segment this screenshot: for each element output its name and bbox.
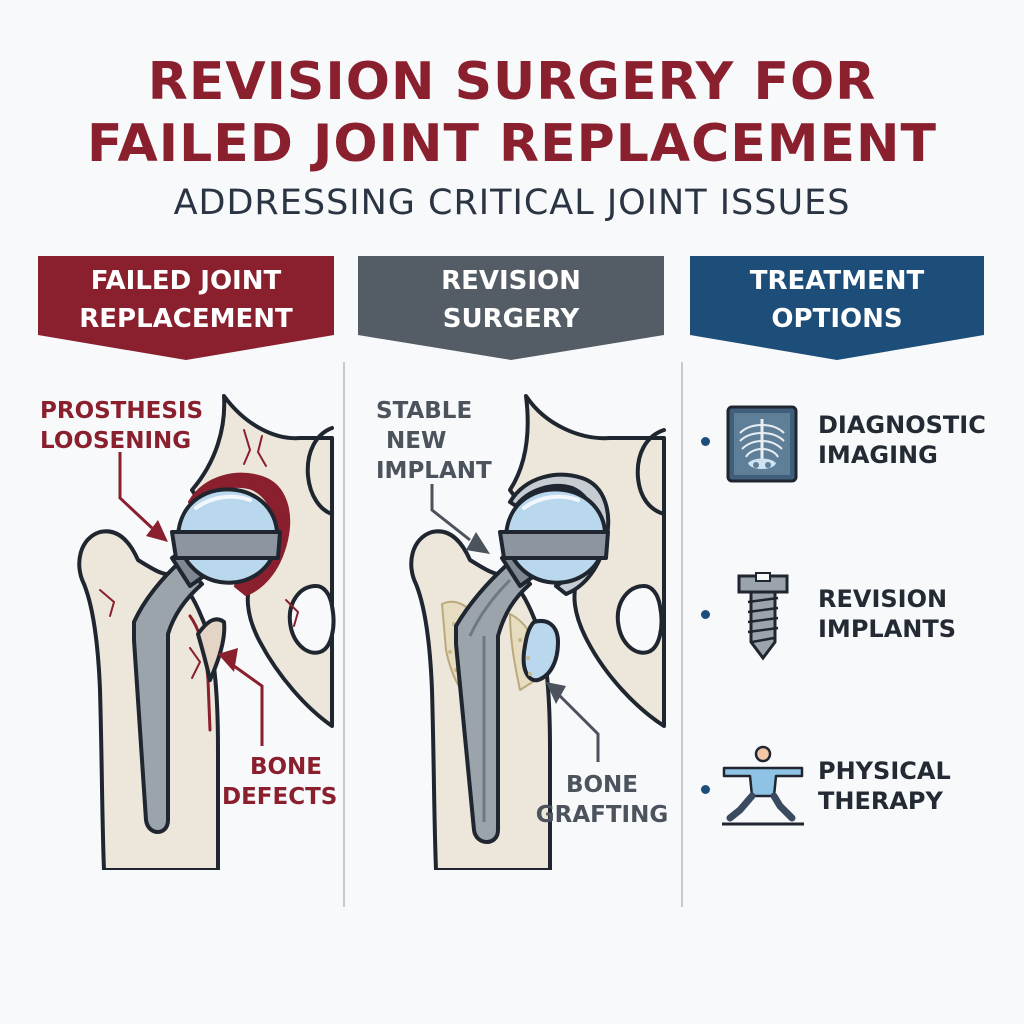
header-failed-line-1: FAILED JOINT: [90, 266, 282, 296]
bone-graft-block: [521, 619, 560, 683]
obturator-foramen: [615, 584, 664, 655]
crack-3: [99, 589, 116, 617]
revision-hip-illustration: [409, 394, 666, 870]
arrow-defects: [233, 664, 264, 746]
label-defects-line-2: DEFECTS: [222, 784, 338, 810]
label-bone-grafting: BONE GRAFTING: [532, 770, 672, 830]
column-divider-right: [681, 362, 683, 907]
header-revision-line-1: REVISION: [441, 266, 581, 296]
option-revision-implants: REVISION IMPLANTS: [818, 584, 956, 644]
option-implants-line-2: IMPLANTS: [818, 615, 957, 643]
header-revision-surgery: REVISION SURGERY: [358, 256, 664, 360]
header-treatment-line-2: OPTIONS: [771, 304, 903, 334]
option-therapy-line-2: THERAPY: [818, 787, 943, 815]
option-implants-line-1: REVISION: [818, 585, 948, 613]
implant-collar: [170, 530, 282, 560]
xray-icon: [726, 405, 798, 483]
label-grafting-line-2: GRAFTING: [535, 802, 669, 828]
option-therapy-line-1: PHYSICAL: [818, 757, 951, 785]
header-failed-joint-replacement: FAILED JOINT REPLACEMENT: [38, 256, 334, 360]
label-stable-line-3: IMPLANT: [376, 458, 492, 484]
label-stable-new-implant: STABLE NEW IMPLANT: [376, 396, 492, 486]
option-diagnostic-imaging: DIAGNOSTIC IMAGING: [818, 410, 986, 470]
failed-hip-illustration: [77, 394, 336, 870]
option-physical-therapy: PHYSICAL THERAPY: [818, 756, 951, 816]
bullet-dot: [701, 437, 710, 446]
crack-2: [256, 435, 267, 467]
arrow-stable-implant: [430, 484, 471, 542]
label-bone-defects: BONE DEFECTS: [222, 752, 338, 812]
label-prosthesis-line-1: PROSTHESIS: [40, 398, 204, 424]
bone-defect: [196, 617, 227, 682]
label-grafting-line-1: BONE: [565, 772, 639, 798]
label-prosthesis-line-2: LOOSENING: [40, 428, 192, 454]
implant-stem: [454, 560, 532, 844]
pelvis-upper-hole: [305, 426, 334, 516]
implant-stem: [132, 560, 204, 834]
header-treatment-line-1: TREATMENT: [749, 266, 925, 296]
option-imaging-line-1: DIAGNOSTIC: [818, 411, 986, 439]
column-divider-left: [343, 362, 345, 907]
arrow-bone-grafting: [556, 692, 600, 762]
subtitle: ADDRESSING CRITICAL JOINT ISSUES: [173, 183, 851, 223]
label-stable-line-2: NEW: [386, 428, 447, 454]
implant-collar: [498, 530, 610, 560]
main-title-line-2: FAILED JOINT REPLACEMENT: [86, 114, 938, 174]
option-imaging-line-2: IMAGING: [818, 441, 938, 469]
bullet-dot: [701, 785, 710, 794]
arrow-loosening: [118, 452, 154, 530]
label-stable-line-1: STABLE: [376, 398, 473, 424]
label-prosthesis-loosening: PROSTHESIS LOOSENING: [40, 396, 203, 456]
main-title-line-1: REVISION SURGERY FOR: [147, 52, 877, 112]
crack-1: [243, 429, 252, 465]
pelvis-upper-hole: [635, 428, 666, 516]
header-failed-line-2: REPLACEMENT: [79, 304, 293, 334]
exercise-icon: [722, 745, 804, 826]
screw-icon: [737, 572, 789, 661]
header-revision-line-2: SURGERY: [442, 304, 580, 334]
bullet-dot: [701, 610, 710, 619]
header-treatment-options: TREATMENT OPTIONS: [690, 256, 984, 360]
crack-5: [285, 599, 300, 627]
crack-4: [189, 647, 202, 679]
label-defects-line-1: BONE: [249, 754, 322, 780]
